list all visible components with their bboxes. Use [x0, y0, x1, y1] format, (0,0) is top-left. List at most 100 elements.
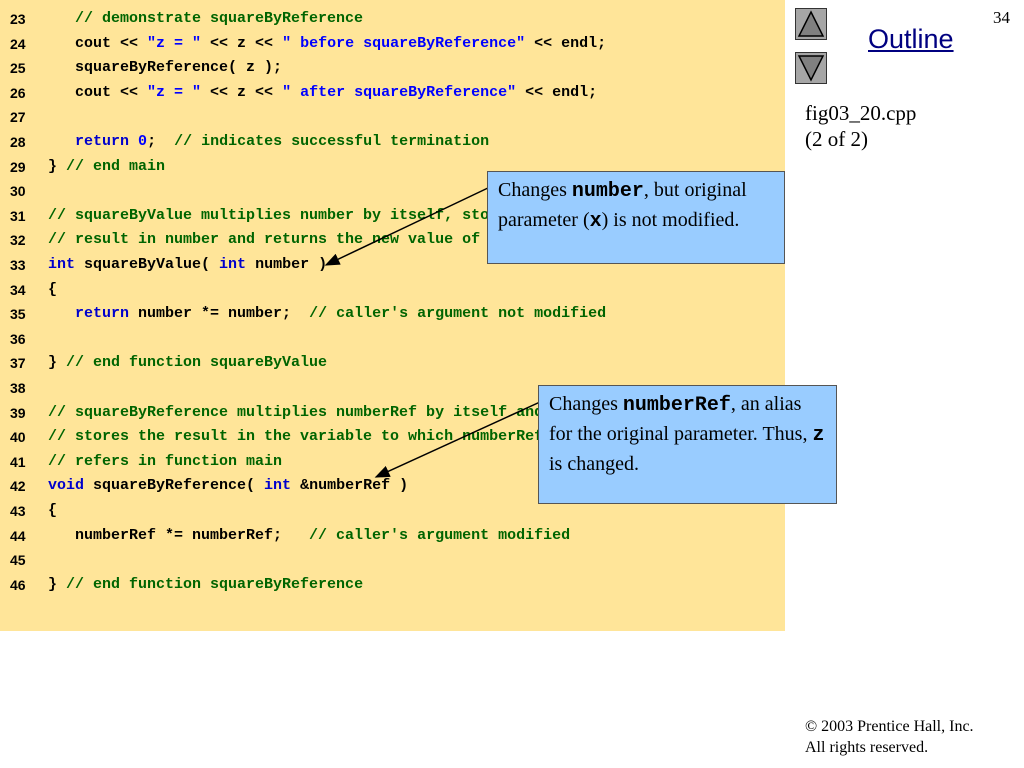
code-token: squareByValue( [75, 256, 220, 273]
line-number: 36 [10, 330, 26, 347]
code-panel: 23 // demonstrate squareByReference 24 co… [0, 0, 785, 631]
code-token: "z = " [147, 83, 202, 101]
code-text: return 0; // indicates successful termin… [48, 130, 489, 154]
callout-numberref: Changes numberRef, an alias for the orig… [538, 385, 837, 504]
code-token: " before squareByReference" [282, 34, 526, 52]
line-number: 43 [10, 503, 26, 519]
file-caption: fig03_20.cpp (2 of 2) [805, 100, 916, 152]
line-number: 45 [10, 552, 26, 569]
code-text: } // end function squareByValue [48, 351, 327, 375]
callout-text: is changed. [549, 453, 639, 475]
previous-slide-button[interactable] [795, 8, 827, 40]
copyright-line-1: © 2003 Prentice Hall, Inc. [805, 718, 974, 735]
code-token: } [48, 157, 67, 175]
code-text: // stores the result in the variable to … [48, 425, 543, 449]
code-text: // demonstrate squareByReference [48, 7, 363, 31]
slide-number: 34 [993, 8, 1010, 27]
code-token: // end function squareByReference [66, 575, 364, 593]
code-token: ; [147, 133, 175, 150]
code-token [129, 133, 138, 150]
copyright-line-2: All rights reserved. [805, 739, 929, 756]
code-text: return number *= number; // caller's arg… [48, 302, 606, 326]
code-token: // end function squareByValue [66, 354, 328, 372]
code-token: << z << [201, 34, 283, 52]
code-text: cout << "z = " << z << " before squareBy… [48, 32, 606, 56]
code-token: &numberRef ) [291, 477, 409, 495]
code-token [48, 305, 75, 322]
code-token: // squareByReference multiplies numberRe… [48, 403, 544, 421]
callout-code-term: number [571, 180, 644, 203]
callout-text: Changes [549, 393, 623, 415]
code-token: { [48, 280, 58, 298]
line-number: 29 [10, 158, 26, 175]
code-token: // caller's argument not modified [309, 305, 607, 323]
code-text: int squareByValue( int number ) [48, 253, 327, 277]
code-token: // refers in function main [48, 452, 283, 470]
line-number: 42 [10, 478, 26, 495]
code-token: " after squareByReference" [282, 83, 517, 101]
file-name: fig03_20.cpp [805, 101, 917, 125]
code-token: int [48, 256, 76, 273]
code-token: { [48, 502, 58, 519]
line-number: 38 [10, 380, 26, 396]
callout-code-term: z [812, 424, 825, 447]
code-text: // result in number and returns the new … [48, 228, 543, 252]
code-token: // result in number and returns the new … [48, 231, 544, 249]
line-number: 41 [10, 453, 26, 470]
code-token: "z = " [147, 34, 202, 52]
code-text: // squareByReference multiplies numberRe… [48, 401, 543, 425]
next-slide-button[interactable] [795, 52, 827, 84]
outline-link[interactable]: Outline [868, 24, 954, 54]
code-token: 0 [138, 133, 148, 150]
code-token: numberRef *= numberRef; [48, 526, 310, 544]
code-text: squareByReference( z ); [48, 56, 282, 80]
code-token: // stores the result in the variable to … [48, 428, 544, 446]
line-number: 32 [10, 232, 26, 249]
code-token [48, 10, 75, 27]
code-token: void [48, 477, 85, 495]
line-number: 24 [10, 35, 26, 52]
line-number: 23 [10, 11, 26, 27]
line-number: 40 [10, 429, 26, 446]
line-number: 31 [10, 207, 26, 224]
callout-text: , but original parameter ( [498, 179, 747, 231]
line-number: 34 [10, 281, 26, 298]
line-number: 44 [10, 527, 26, 544]
callout-text: Changes [498, 179, 572, 201]
callout-code-term: x [589, 210, 602, 233]
file-part: (2 of 2) [805, 127, 868, 151]
code-token: << endl; [516, 83, 598, 101]
line-number: 27 [10, 109, 26, 126]
line-number: 35 [10, 306, 26, 323]
line-number: 28 [10, 134, 26, 150]
code-token: cout << [48, 34, 148, 52]
code-token: // demonstrate squareByReference [75, 10, 364, 27]
code-token: } [48, 354, 67, 372]
line-number: 37 [10, 355, 26, 372]
code-text: // refers in function main [48, 450, 282, 474]
line-number: 25 [10, 60, 26, 77]
triangle-up-icon [797, 10, 825, 37]
copyright: © 2003 Prentice Hall, Inc. All rights re… [805, 716, 974, 758]
code-token: number ) [246, 256, 328, 273]
line-number: 30 [10, 183, 26, 200]
code-text: // squareByValue multiplies number by it… [48, 204, 552, 228]
code-text: { [48, 499, 57, 523]
code-token: return [75, 133, 130, 150]
code-text: cout << "z = " << z << " after squareByR… [48, 81, 597, 105]
code-text: } // end main [48, 155, 165, 179]
code-token: number *= number; [129, 305, 310, 323]
code-text: numberRef *= numberRef; // caller's argu… [48, 524, 570, 548]
code-text: } // end function squareByReference [48, 573, 363, 597]
code-token: cout << [48, 83, 148, 101]
code-token: squareByReference( z ); [48, 59, 283, 77]
callout-number: Changes number, but original parameter (… [487, 171, 785, 264]
line-number: 33 [10, 257, 26, 273]
line-number: 26 [10, 84, 26, 101]
code-token: // squareByValue multiplies number by it… [48, 206, 553, 224]
code-token: int [219, 256, 247, 273]
code-token: // indicates successful termination [174, 133, 490, 150]
callout-text: , an alias for the original parameter. T… [549, 393, 813, 445]
code-token: << endl; [525, 34, 607, 52]
code-text: void squareByReference( int &numberRef ) [48, 474, 408, 498]
